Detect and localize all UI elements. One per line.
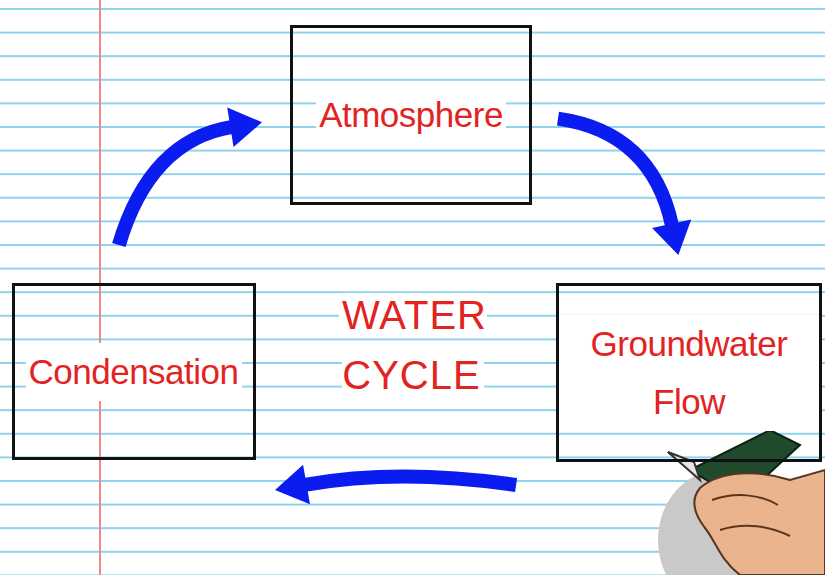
box-label: Condensation [26, 343, 242, 401]
cycle-arrow [275, 465, 516, 504]
process-box: Condensation [12, 283, 256, 460]
cycle-arrow [119, 107, 262, 245]
title-text: WATER CYCLE [339, 293, 487, 397]
cycle-arrow [558, 119, 691, 255]
process-box: Atmosphere [290, 25, 532, 205]
box-label: Groundwater Flow [559, 315, 819, 431]
diagram-title: WATER CYCLE [318, 285, 508, 405]
box-label: Atmosphere [316, 86, 506, 144]
process-box: Groundwater Flow [556, 283, 822, 462]
